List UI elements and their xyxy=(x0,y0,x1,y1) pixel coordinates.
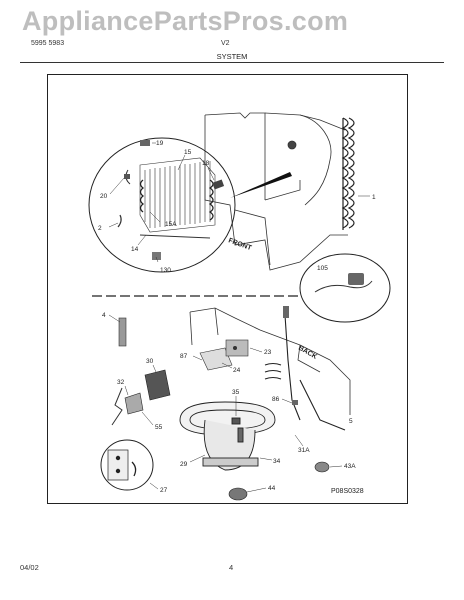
part-44-outlet xyxy=(107,449,129,481)
page-number: 4 xyxy=(229,563,234,572)
footer-date: 04/02 xyxy=(20,563,39,572)
part-20-clip xyxy=(124,174,130,179)
callout-30: 30 xyxy=(146,358,154,365)
part-44-outlet-circle xyxy=(100,439,154,491)
callout-87: 87 xyxy=(180,353,188,360)
watermark: AppliancePartsPros.com xyxy=(22,6,349,36)
callout-20: 20 xyxy=(100,193,108,200)
callout-32: 32 xyxy=(117,379,125,386)
callout-15a: 15A xyxy=(165,221,177,228)
callout-130: 130 xyxy=(160,267,171,274)
model-fragment: V2 xyxy=(221,40,230,47)
part-130-fitting xyxy=(152,252,161,260)
condenser-coil xyxy=(341,117,355,230)
part-30-relay xyxy=(144,369,171,401)
part-32-cord xyxy=(111,387,123,426)
callout-86: 86 xyxy=(272,396,280,403)
part-19-block xyxy=(140,140,150,146)
leader-lines-relay-cover xyxy=(124,364,157,426)
header-rule xyxy=(20,62,444,63)
callout-35: 35 xyxy=(232,389,240,396)
front-label: FRONT xyxy=(227,237,253,252)
section-title: SYSTEM xyxy=(216,52,248,61)
callouts-upper: 19 15 18 20 15A 2 14 130 1 xyxy=(98,140,376,274)
evaporator-return-bends xyxy=(139,179,214,221)
cabinet-outline xyxy=(204,112,348,271)
evaporator-detail-circle xyxy=(88,137,236,273)
base-pan xyxy=(189,307,351,415)
callout-43a: 43A xyxy=(344,463,356,470)
evaporator-coil xyxy=(139,157,216,233)
compressor xyxy=(179,401,276,471)
leader-lines-relay xyxy=(192,347,263,369)
callout-55: 55 xyxy=(155,424,163,431)
callout-23: 23 xyxy=(264,349,272,356)
leader-lines-upper xyxy=(108,142,370,263)
callout-5: 5 xyxy=(349,418,353,425)
part-18-block xyxy=(212,179,225,190)
callout-19: 19 xyxy=(156,140,164,147)
part-105-harness xyxy=(314,280,373,293)
part-27-grommet xyxy=(228,487,248,501)
diagram-frame xyxy=(47,74,408,504)
callout-105: 105 xyxy=(317,265,328,272)
callout-29: 29 xyxy=(180,461,188,468)
drawing-code: P08S0328 xyxy=(331,488,364,495)
part-105-connector xyxy=(348,273,364,285)
callout-31a: 31A xyxy=(298,447,310,454)
callout-27: 44 xyxy=(268,485,276,492)
part-105-detail-circle xyxy=(299,253,391,323)
connector-top xyxy=(283,306,289,318)
callout-34: 34 xyxy=(273,458,281,465)
part-24-bracket xyxy=(199,347,233,371)
wire-coil xyxy=(264,314,346,431)
callout-15: 15 xyxy=(184,149,192,156)
callout-24: 24 xyxy=(233,367,241,374)
callout-18: 18 xyxy=(202,160,210,167)
leader-wedge xyxy=(230,172,292,198)
back-label: BACK xyxy=(297,345,318,361)
part-43a-grommet xyxy=(314,461,330,473)
part-number-fragment: 5995 5983 xyxy=(31,40,65,47)
part-55-cover xyxy=(124,392,144,415)
callout-44: 27 xyxy=(160,487,168,494)
part-4-drier xyxy=(118,317,127,347)
part-2-wire xyxy=(117,214,122,228)
callout-14: 14 xyxy=(131,246,139,253)
part-14-tray xyxy=(139,234,211,239)
callout-2: 2 xyxy=(98,225,102,232)
callout-4: 4 xyxy=(102,312,106,319)
callout-1: 1 xyxy=(372,194,376,201)
